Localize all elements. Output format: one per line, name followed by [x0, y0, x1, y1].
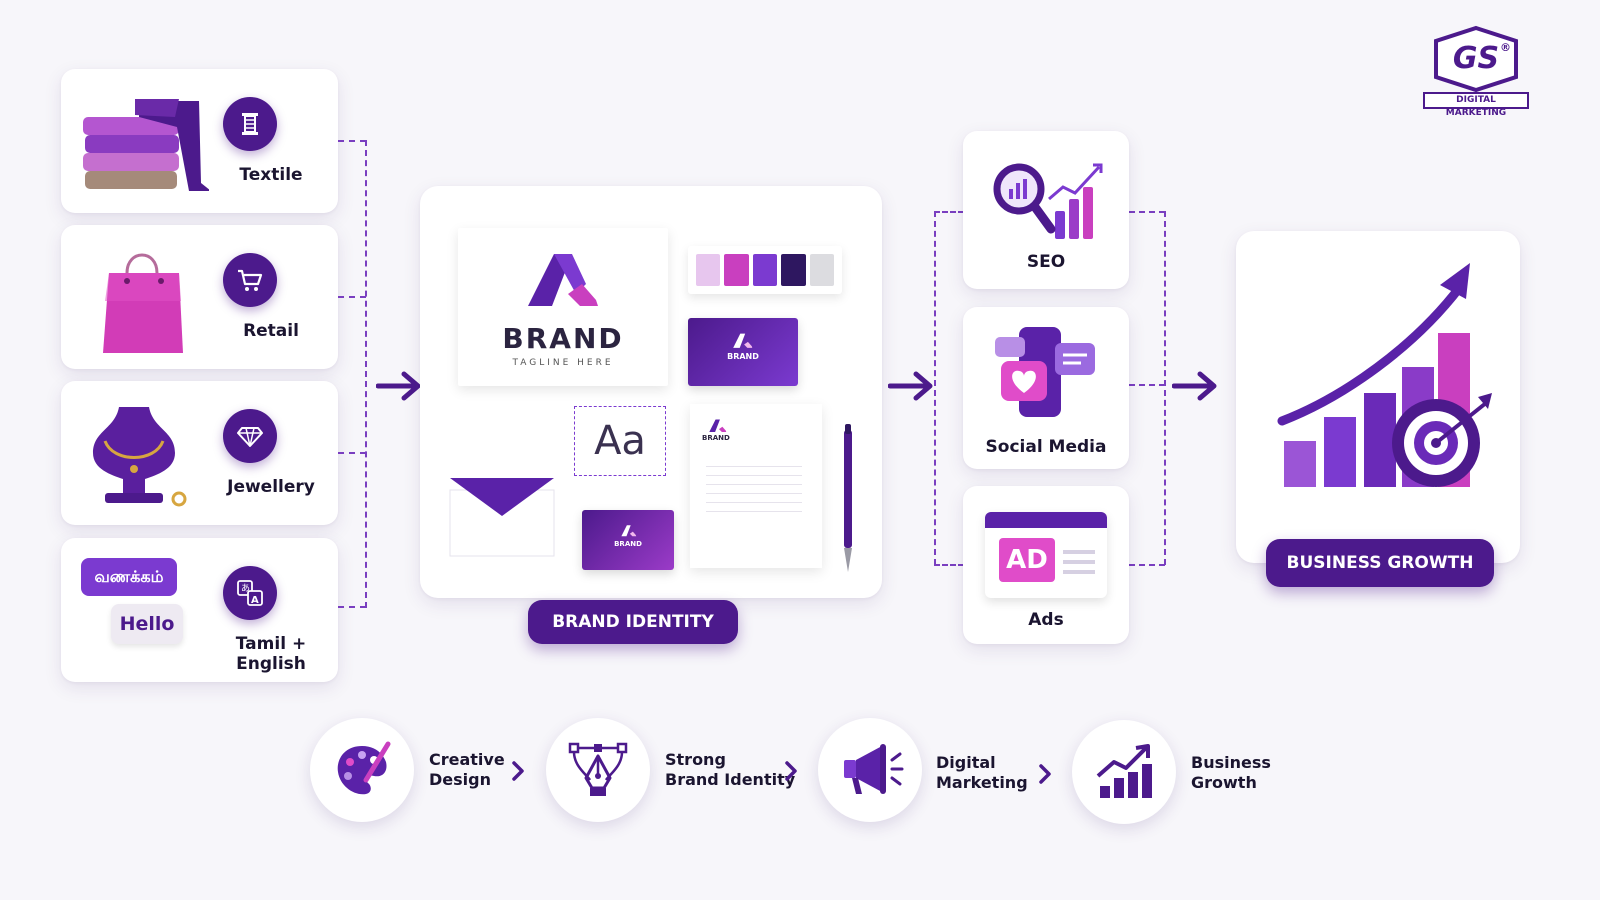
- social-phone-icon: [995, 327, 1095, 417]
- svg-text:A: A: [251, 595, 259, 606]
- step-label-digital-marketing: Digital Marketing: [936, 753, 1028, 792]
- brand-mark-icon: [709, 419, 727, 433]
- ad-text-lines: [1063, 544, 1095, 578]
- svg-text:あ: あ: [241, 583, 250, 594]
- service-label: SEO: [1026, 252, 1066, 272]
- pen-nib-icon: [568, 742, 628, 796]
- growth-chart-target-icon: [1277, 263, 1492, 487]
- connector-line: [1129, 384, 1165, 386]
- seo-magnifier-icon: [993, 163, 1103, 239]
- business-growth-caption: BUSINESS GROWTH: [1266, 539, 1494, 587]
- arrow-right-icon: [376, 371, 421, 401]
- chevron-right-icon: [512, 761, 524, 781]
- service-card-seo[interactable]: SEO: [963, 131, 1129, 289]
- business-growth-card[interactable]: [1236, 231, 1520, 563]
- tamil-speech-bubble: வணக்கம்: [81, 558, 177, 596]
- connector-line: [338, 296, 366, 298]
- palette-swatch: [752, 254, 778, 286]
- brand-tagline: TAGLINE HERE: [512, 358, 614, 368]
- shopping-bag-icon: [103, 253, 183, 353]
- pen-icon: [844, 424, 852, 572]
- cart-icon: [223, 253, 277, 307]
- english-speech-bubble: Hello: [111, 604, 183, 644]
- palette-swatch: [696, 254, 721, 286]
- industry-card-jewellery[interactable]: Jewellery: [61, 381, 338, 525]
- ad-badge: AD: [999, 538, 1055, 582]
- connector-line: [1164, 211, 1166, 565]
- connector-line: [365, 140, 367, 608]
- card-brand-text: BRAND: [727, 352, 759, 361]
- business-card-back: BRAND: [582, 510, 674, 570]
- growth-chart-icon: [1096, 744, 1152, 798]
- spool-icon: [223, 97, 277, 151]
- gs-logo: GS ® DIGITAL MARKETING: [1421, 25, 1531, 118]
- service-card-ads[interactable]: AD Ads: [963, 486, 1129, 644]
- service-label: Ads: [1028, 610, 1064, 630]
- connector-line: [934, 564, 964, 566]
- step-circle-business-growth[interactable]: [1072, 720, 1176, 824]
- palette-swatch: [724, 254, 749, 286]
- letterhead-text-lines: [706, 458, 802, 518]
- industry-label: Tamil + English: [235, 634, 307, 674]
- color-palette: [688, 246, 842, 294]
- industry-card-language[interactable]: வணக்கம் Hello A あ Tamil + English: [61, 538, 338, 682]
- step-circle-brand-identity[interactable]: [546, 718, 650, 822]
- connector-line: [338, 452, 366, 454]
- connector-line: [338, 606, 366, 608]
- envelope-icon: [449, 478, 555, 557]
- folded-fabric-icon: [83, 99, 209, 191]
- logo-hexagon-icon: [1434, 25, 1518, 93]
- step-label-brand-identity: Strong Brand Identity: [665, 750, 796, 789]
- megaphone-icon: [844, 744, 904, 794]
- industry-card-retail[interactable]: Retail: [61, 225, 338, 369]
- connector-line: [934, 211, 936, 565]
- card-brand-text: BRAND: [614, 540, 642, 548]
- palette-icon: [337, 741, 391, 795]
- arrow-right-icon: [1172, 371, 1217, 401]
- translate-icon: A あ: [223, 566, 277, 620]
- necklace-bust-icon: [93, 407, 187, 507]
- service-label: Social Media: [985, 437, 1107, 457]
- typeface-sample: Aa: [574, 406, 666, 476]
- logo-registered: ®: [1500, 41, 1511, 54]
- window-titlebar: [985, 512, 1107, 528]
- step-label-business-growth: Business Growth: [1191, 753, 1271, 792]
- arrow-right-icon: [888, 371, 933, 401]
- chevron-right-icon: [785, 761, 797, 781]
- brand-logo-card: BRAND TAGLINE HERE: [458, 228, 668, 386]
- industry-label: Retail: [243, 321, 299, 341]
- brand-identity-board[interactable]: BRAND TAGLINE HERE BRAND Aa BRAND: [420, 186, 882, 598]
- connector-line: [934, 211, 964, 213]
- palette-swatch: [781, 254, 806, 286]
- industry-label: Jewellery: [227, 477, 315, 497]
- brand-mark-icon: [621, 525, 637, 537]
- logo-monogram: GS: [1452, 41, 1500, 76]
- letterhead-brand-text: BRAND: [702, 434, 730, 442]
- step-circle-digital-marketing[interactable]: [818, 718, 922, 822]
- brand-wordmark: BRAND: [502, 322, 624, 355]
- industry-label: Textile: [239, 165, 303, 185]
- letterhead: BRAND: [690, 404, 822, 568]
- connector-line: [1129, 564, 1165, 566]
- chevron-right-icon: [1039, 764, 1051, 784]
- logo-tagline: DIGITAL MARKETING: [1423, 92, 1529, 118]
- step-circle-creative-design[interactable]: [310, 718, 414, 822]
- ad-window-icon: AD: [985, 512, 1107, 598]
- step-label-creative-design: Creative Design: [429, 750, 505, 789]
- business-card-front: BRAND: [688, 318, 798, 386]
- palette-swatch: [809, 254, 835, 286]
- connector-line: [338, 140, 366, 142]
- brand-mark-icon: [733, 333, 753, 348]
- brand-identity-caption: BRAND IDENTITY: [528, 600, 738, 644]
- industry-card-textile[interactable]: Textile: [61, 69, 338, 213]
- connector-line: [1129, 211, 1165, 213]
- service-card-social-media[interactable]: Social Media: [963, 307, 1129, 469]
- brand-mark-icon: [528, 254, 598, 306]
- diamond-icon: [223, 409, 277, 463]
